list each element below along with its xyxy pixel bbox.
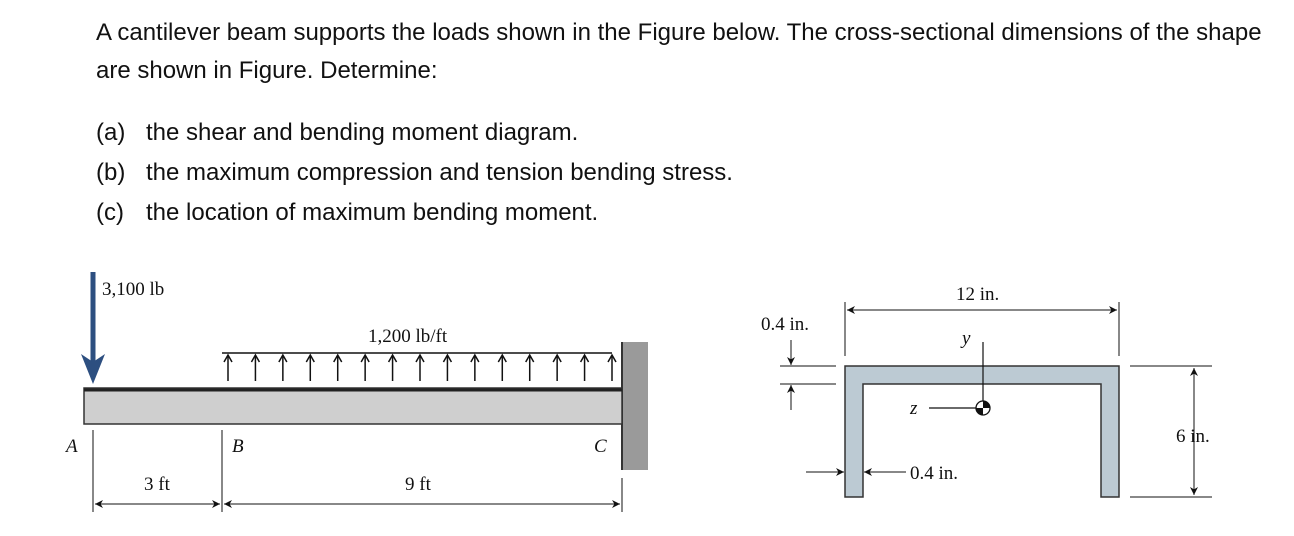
y-axis-label: y bbox=[960, 328, 971, 349]
flange-thickness-label: 0.4 in. bbox=[761, 314, 809, 335]
distributed-load-arrow bbox=[250, 353, 261, 381]
distributed-load-arrow bbox=[579, 353, 590, 381]
fixed-wall bbox=[622, 342, 648, 470]
point-b-label: B bbox=[232, 436, 244, 457]
question-label: (c) bbox=[96, 199, 124, 226]
distributed-load-label: 1,200 lb/ft bbox=[368, 326, 448, 347]
distributed-load-arrow bbox=[497, 353, 507, 381]
dimension-bc-label: 9 ft bbox=[405, 474, 432, 495]
cross-section-diagram: 12 in. 6 in. 0.4 in. 0.4 in. y z bbox=[761, 284, 1212, 498]
question-text: the maximum compression and tension bend… bbox=[146, 159, 733, 186]
question-text: the location of maximum bending moment. bbox=[146, 199, 599, 226]
channel-section bbox=[844, 365, 1120, 498]
question-text: the shear and bending moment diagram. bbox=[146, 119, 579, 146]
beam-diagram: 3,100 lb 1,200 lb/ft A B C 3 ft 9 ft bbox=[64, 272, 648, 512]
question-label: (b) bbox=[96, 159, 126, 186]
distributed-load-arrow bbox=[415, 353, 425, 381]
distributed-load-arrow bbox=[360, 353, 370, 381]
distributed-load-arrow bbox=[278, 353, 288, 381]
beam-body bbox=[83, 387, 623, 425]
question-item: (a) the shear and bending moment diagram. bbox=[96, 113, 733, 153]
distributed-load-arrow bbox=[333, 353, 343, 381]
web-thickness-label: 0.4 in. bbox=[910, 463, 958, 484]
question-list: (a) the shear and bending moment diagram.… bbox=[96, 113, 733, 233]
distributed-load-arrow bbox=[470, 353, 480, 381]
distributed-load-arrow bbox=[525, 353, 535, 381]
height-label: 6 in. bbox=[1176, 426, 1210, 447]
point-a-label: A bbox=[64, 436, 78, 457]
question-item: (c) the location of maximum bending momen… bbox=[96, 193, 733, 233]
dimension-ab-label: 3 ft bbox=[144, 474, 171, 495]
width-label: 12 in. bbox=[956, 284, 999, 305]
problem-statement: A cantilever beam supports the loads sho… bbox=[96, 19, 1262, 84]
point-c-label: C bbox=[594, 436, 607, 457]
distributed-load-arrow bbox=[223, 353, 233, 381]
distributed-load-arrow bbox=[305, 353, 315, 381]
distributed-load-arrow bbox=[387, 353, 398, 381]
question-item: (b) the maximum compression and tension b… bbox=[96, 153, 733, 193]
centroid-symbol bbox=[975, 400, 991, 416]
distributed-load-arrow bbox=[442, 353, 453, 381]
distributed-load-arrow bbox=[552, 353, 562, 381]
question-label: (a) bbox=[96, 119, 126, 146]
point-load-arrow bbox=[81, 272, 105, 384]
point-load-label: 3,100 lb bbox=[102, 279, 164, 300]
distributed-load bbox=[222, 352, 617, 381]
z-axis-label: z bbox=[909, 398, 918, 419]
distributed-load-arrow bbox=[607, 353, 617, 381]
